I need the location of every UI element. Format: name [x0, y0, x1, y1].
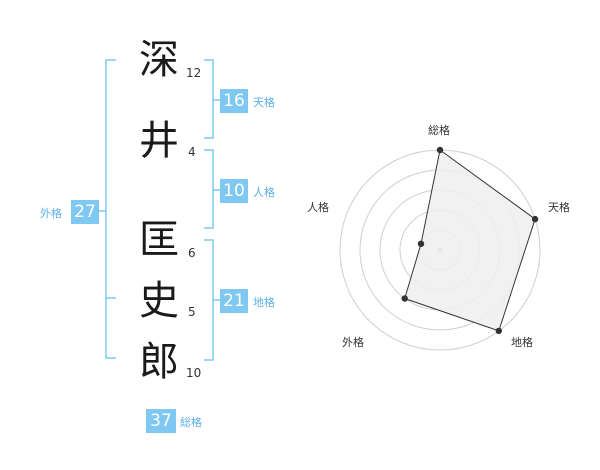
- jinkaku-label: 人格: [253, 186, 275, 199]
- soukaku-label: 総格: [180, 416, 202, 429]
- tenkaku-label: 天格: [253, 96, 275, 109]
- tenkaku-badge: 16: [220, 89, 248, 113]
- radar-label-jinkaku: 人格: [307, 201, 329, 214]
- stroke-count-4: 5: [188, 305, 196, 319]
- name-char-3: 匡: [139, 217, 179, 263]
- radar-point-2: [531, 215, 539, 223]
- stroke-count-5: 10: [186, 366, 202, 380]
- radar-point-5: [417, 240, 425, 247]
- radar-label-chikaku: 地格: [511, 336, 533, 349]
- jinkaku-bracket: [204, 149, 214, 229]
- gaikaku-badge: 27: [71, 200, 99, 224]
- gaikaku-label: 外格: [40, 207, 62, 220]
- name-char-4: 史: [139, 278, 179, 324]
- stroke-count-2: 4: [188, 145, 196, 159]
- name-char-2: 井: [139, 118, 179, 164]
- gaikaku-bracket: [105, 59, 116, 359]
- tenkaku-bracket: [204, 59, 214, 139]
- chikaku-badge: 21: [220, 289, 248, 313]
- stroke-count-1: 12: [186, 66, 202, 80]
- radar-label-tenkaku: 天格: [548, 201, 570, 214]
- soukaku-badge: 37: [146, 409, 176, 433]
- chikaku-label: 地格: [253, 296, 275, 309]
- name-char-1: 深: [139, 37, 179, 83]
- radar-label-soukaku: 総格: [428, 124, 450, 137]
- radar-point-1: [436, 146, 444, 154]
- stroke-count-3: 6: [188, 246, 196, 260]
- jinkaku-badge: 10: [220, 179, 248, 203]
- radar-label-gaikaku: 外格: [342, 336, 364, 349]
- radar-point-3: [495, 327, 502, 335]
- radar-area: [404, 149, 536, 332]
- name-char-5: 郎: [139, 339, 179, 385]
- radar-point-4: [401, 295, 408, 302]
